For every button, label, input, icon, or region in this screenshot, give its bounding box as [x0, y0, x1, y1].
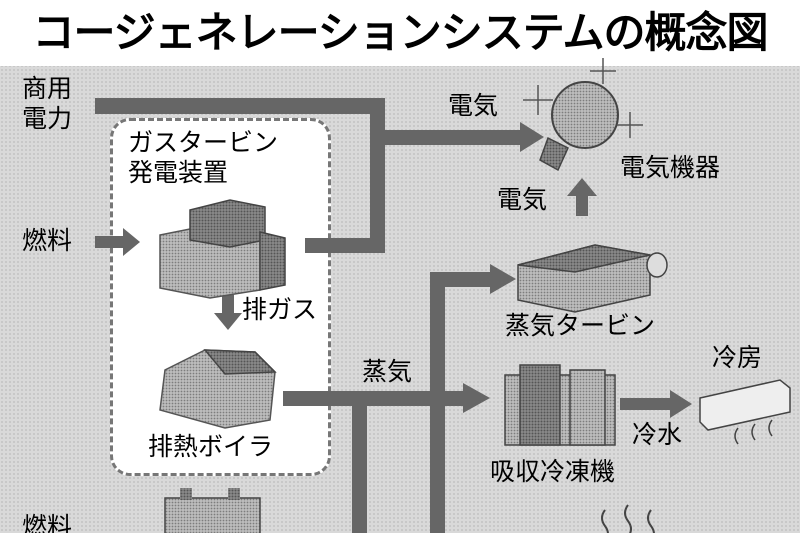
commercial-power-line — [95, 98, 385, 253]
exhaust-boiler-icon — [159, 349, 277, 429]
diagram-title: コージェネレーションシステムの概念図 — [0, 0, 800, 66]
commercial-power-label: 商用 電力 — [22, 74, 73, 133]
absorption-chiller-label: 吸収冷凍機 — [490, 457, 616, 486]
air-conditioner-icon — [699, 379, 791, 445]
bottom-equipment-icon — [164, 488, 261, 533]
exhaust-boiler-label: 排熱ボイラ — [148, 432, 274, 461]
steam-pipe — [283, 264, 516, 533]
steam-turbine-icon — [517, 244, 668, 313]
fuel-bottom-label: 燃料 — [22, 512, 73, 533]
cooling-label: 冷房 — [712, 343, 763, 372]
absorption-chiller-icon — [504, 364, 616, 446]
light-bulb-icon — [523, 58, 643, 172]
electricity-top-label: 電気 — [448, 91, 499, 120]
fuel-label: 燃料 — [22, 226, 73, 255]
electrical-equipment-label: 電気機器 — [620, 153, 721, 182]
heat-waves-icon — [601, 504, 655, 533]
fuel-arrow — [95, 228, 140, 256]
electricity-arrow-up — [567, 178, 597, 216]
cold-water-arrow — [620, 390, 692, 418]
gas-turbine-label: ガスタービン 発電装置 — [128, 128, 279, 187]
steam-turbine-label: 蒸気タービン — [505, 311, 656, 340]
cold-water-label: 冷水 — [632, 420, 683, 449]
exhaust-gas-label: 排ガス — [242, 295, 318, 324]
electricity-mid-label: 電気 — [497, 185, 548, 214]
gas-turbine-icon — [159, 199, 286, 299]
exhaust-gas-arrow — [214, 295, 242, 330]
electricity-arrow-top — [385, 122, 544, 152]
steam-label: 蒸気 — [362, 357, 413, 386]
